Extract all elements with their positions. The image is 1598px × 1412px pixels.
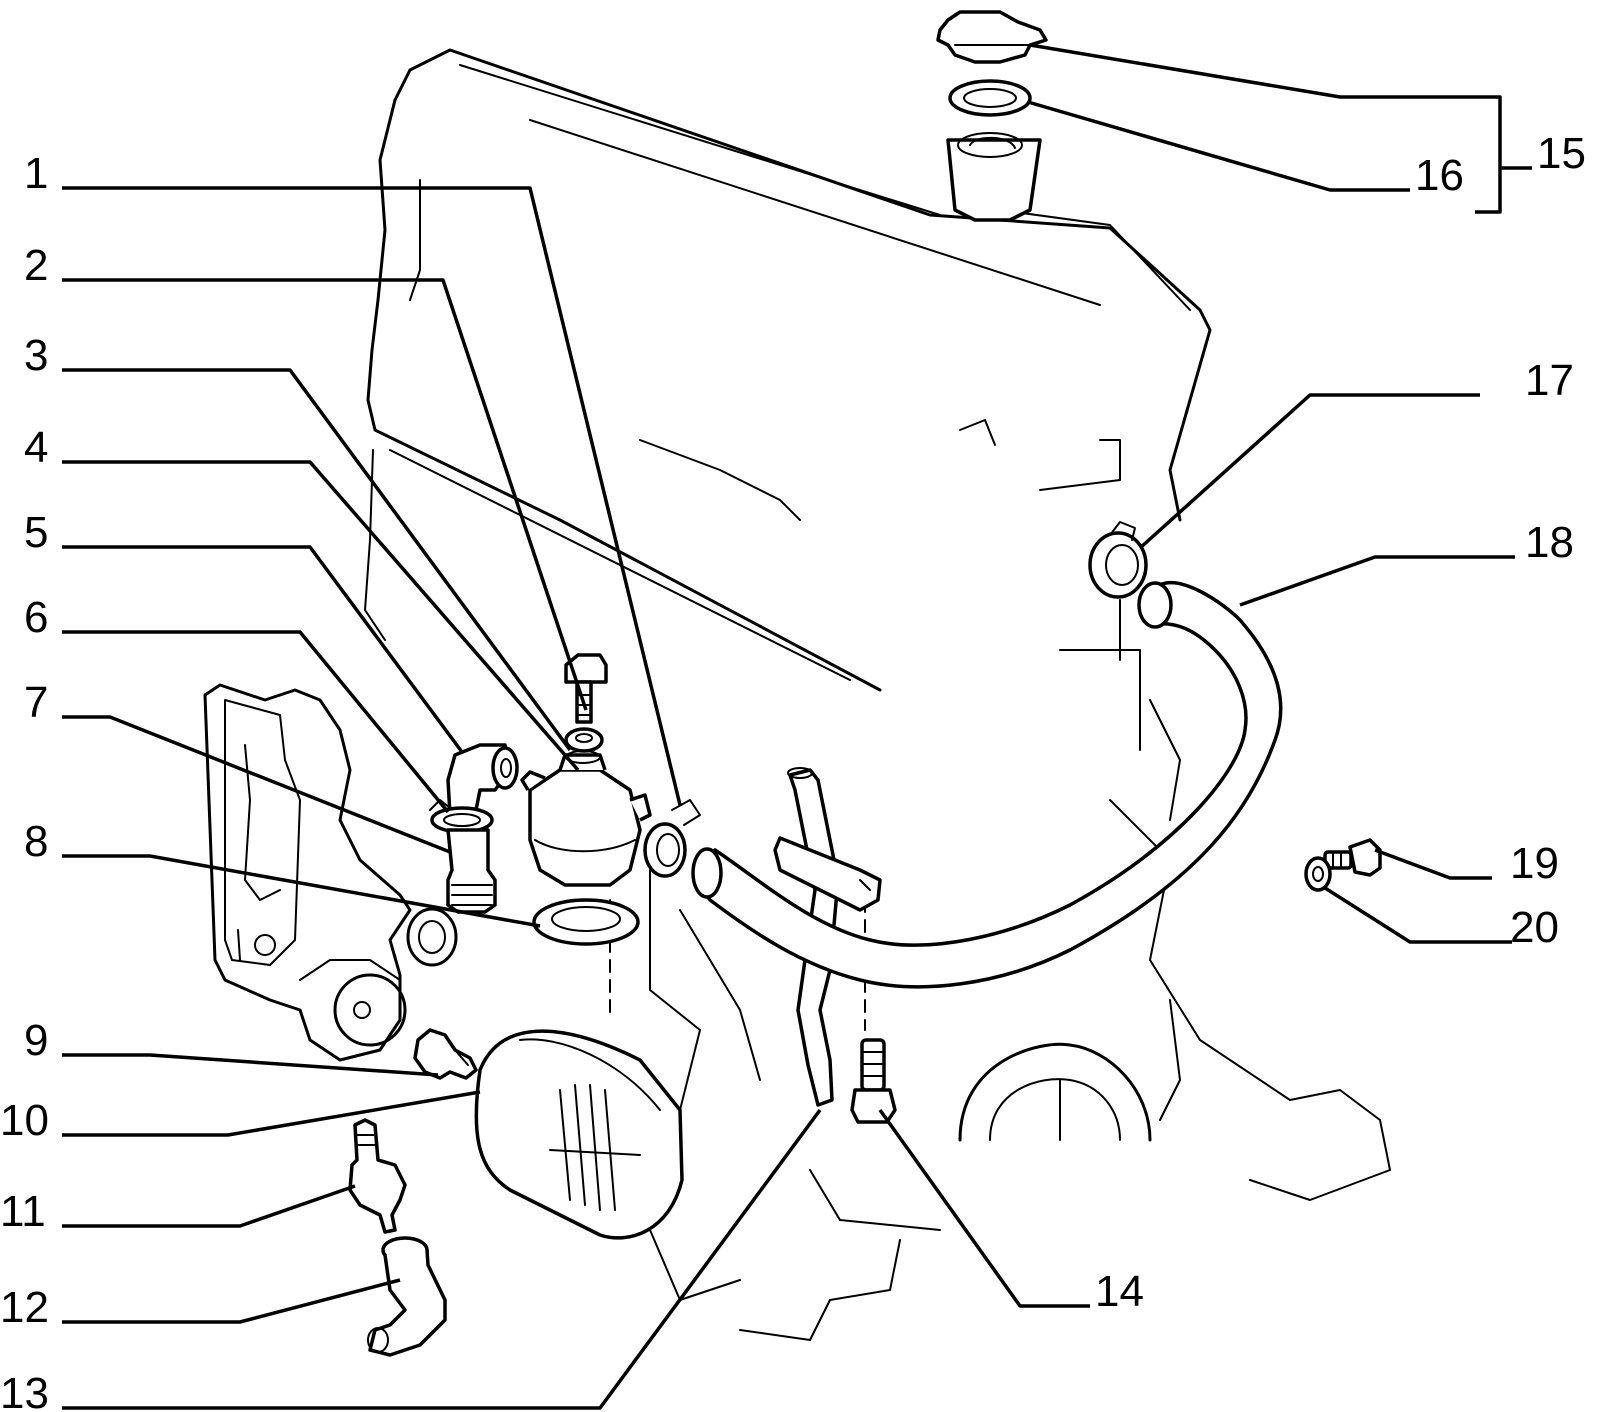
callout-16: 16: [1415, 151, 1464, 200]
leader-1: [62, 186, 682, 806]
breather-hose: [691, 581, 1283, 989]
filler-cap-seal: [948, 79, 1032, 117]
callout-19: 19: [1510, 839, 1559, 888]
small-washer: [1304, 856, 1332, 892]
hose-clip: [1088, 521, 1148, 599]
screw: [1323, 838, 1382, 877]
callout-17: 17: [1525, 356, 1574, 405]
leader-lines: [62, 43, 1532, 1410]
leader-4: [62, 460, 580, 772]
callout-14: 14: [1095, 1267, 1144, 1316]
callout-10: 10: [0, 1096, 49, 1145]
union-pipe: [446, 828, 497, 914]
leader-13: [62, 1108, 822, 1410]
leader-11: [62, 1184, 356, 1228]
drain-plug: [850, 1038, 897, 1124]
callout-1: 1: [24, 149, 48, 198]
oil-filter-housing: [203, 683, 458, 1062]
callout-12: 12: [0, 1283, 49, 1332]
callout-labels: 1 2 3 4 5 6 7 8 9 10 11 12 13 14 15 16 1…: [0, 129, 1586, 1412]
leader-16: [1027, 100, 1410, 192]
leader-10: [62, 1090, 481, 1137]
callout-20: 20: [1510, 903, 1559, 952]
leader-5: [62, 545, 464, 754]
large-gasket: [532, 898, 640, 946]
callout-7: 7: [24, 678, 48, 727]
oil-separator: [520, 750, 652, 887]
callout-3: 3: [24, 331, 48, 380]
oil-filter-cartridge: [474, 1029, 684, 1240]
leader-15: [1029, 43, 1532, 214]
hose-clamp-small: [643, 799, 701, 878]
leader-17: [1138, 393, 1480, 550]
elbow-fitting: [446, 743, 519, 817]
callout-9: 9: [24, 1016, 48, 1065]
leader-9: [62, 1053, 439, 1077]
leader-20: [1324, 886, 1512, 944]
leader-14: [878, 1108, 1090, 1308]
callout-15: 15: [1537, 129, 1586, 178]
spring-clip: [429, 799, 494, 834]
leader-7: [62, 715, 451, 854]
leader-6: [62, 630, 450, 814]
leader-18: [1239, 555, 1515, 607]
leader-3: [62, 368, 572, 752]
oil-pressure-sender: [413, 1028, 478, 1080]
callout-13: 13: [0, 1369, 49, 1412]
callout-6: 6: [24, 593, 48, 642]
oil-filler-cap: [936, 10, 1048, 64]
leader-19: [1374, 848, 1492, 880]
leader-2: [62, 278, 588, 711]
leader-8: [62, 854, 541, 928]
filler-neck: [946, 132, 1042, 222]
callout-11: 11: [0, 1187, 46, 1236]
callout-18: 18: [1525, 518, 1574, 567]
washer: [564, 727, 604, 753]
callout-5: 5: [24, 508, 48, 557]
callout-2: 2: [24, 241, 48, 290]
callout-8: 8: [24, 817, 48, 866]
elbow-hose: [367, 1236, 447, 1357]
temperature-sender: [348, 1118, 407, 1234]
callout-4: 4: [24, 423, 48, 472]
leader-12: [62, 1278, 401, 1324]
